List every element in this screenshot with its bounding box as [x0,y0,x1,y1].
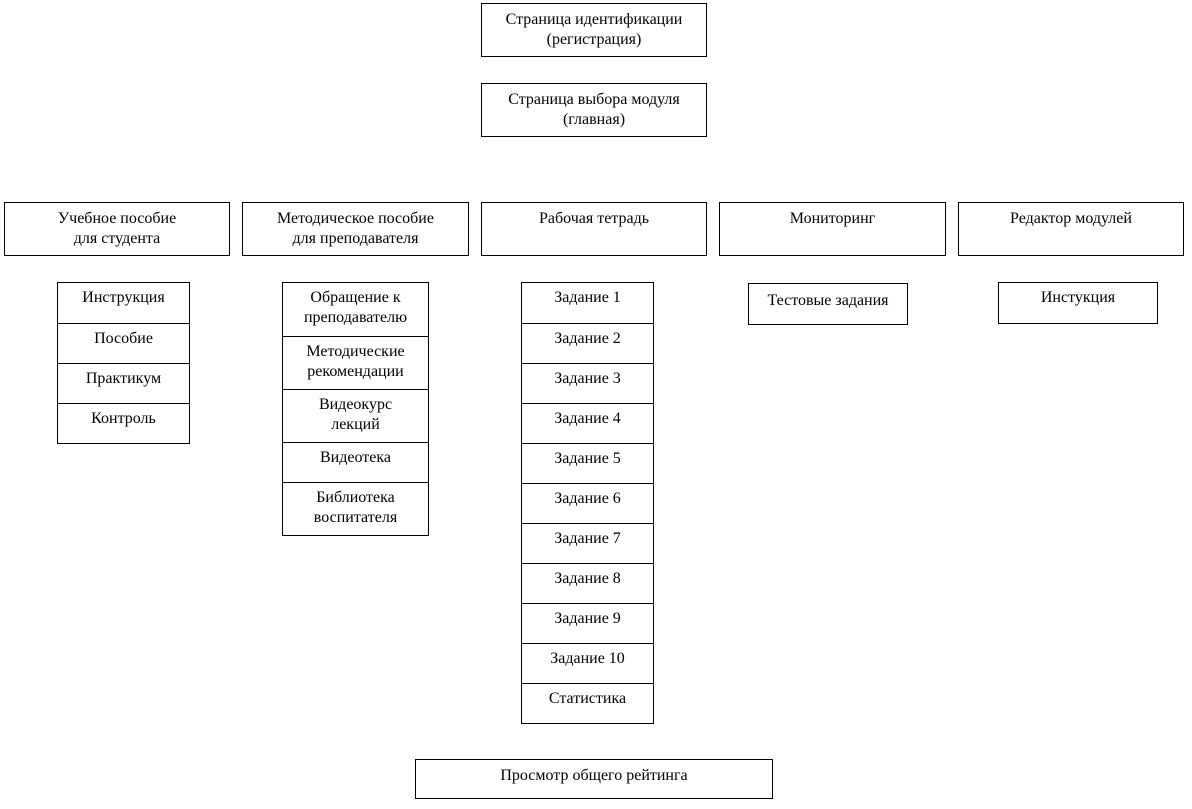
workbook-item-label: Статистика [548,690,627,707]
monitoring-item-label: Тестовые задания [767,292,889,309]
student-item-practicum[interactable]: Практикум [58,363,189,403]
workbook-item-label: Задание 9 [554,610,621,627]
module-select-page-box[interactable]: Страница выбора модуля (главная) [481,83,707,137]
workbook-item-task-10[interactable]: Задание 10 [522,643,653,683]
workbook-item-task-1[interactable]: Задание 1 [522,283,653,323]
workbook-item-label: Задание 7 [554,530,621,547]
monitoring-box[interactable]: Мониторинг [719,202,946,256]
module-editor-box[interactable]: Редактор модулей [958,202,1184,256]
teacher-item-line2: воспитателя [313,509,398,526]
monitoring-list: Тестовые задания [748,283,908,325]
monitoring-item-tests[interactable]: Тестовые задания [749,284,907,324]
teacher-item-line1: Видеотека [320,449,391,466]
identification-subtitle: (регистрация) [546,31,642,48]
workbook-item-task-3[interactable]: Задание 3 [522,363,653,403]
teacher-manual-list: Обращение к преподавателю Методические р… [282,282,429,536]
teacher-item-line2: лекций [331,416,380,433]
workbook-item-task-8[interactable]: Задание 8 [522,563,653,603]
teacher-item-line1: Обращение к [310,289,401,306]
student-item-control[interactable]: Контроль [58,403,189,443]
teacher-manual-line1: Методическое пособие [277,210,434,227]
editor-item-instruction[interactable]: Инстукция [999,283,1157,323]
teacher-item-recommendations[interactable]: Методические рекомендации [283,336,428,389]
workbook-item-label: Задание 2 [554,330,621,347]
teacher-item-video-library[interactable]: Видеотека [283,442,428,482]
student-item-label: Практикум [85,370,162,387]
identification-title: Страница идентификации [505,11,683,28]
workbook-item-task-5[interactable]: Задание 5 [522,443,653,483]
workbook-list: Задание 1 Задание 2 Задание 3 Задание 4 … [521,282,654,724]
overall-rating-box[interactable]: Просмотр общего рейтинга [415,759,773,799]
student-item-manual[interactable]: Пособие [58,323,189,363]
student-item-label: Контроль [91,410,156,427]
teacher-manual-line2: для преподавателя [292,230,419,247]
teacher-item-line2: преподавателю [303,309,408,326]
workbook-title: Рабочая тетрадь [538,210,650,227]
student-manual-line2: для студента [73,230,161,247]
workbook-item-label: Задание 8 [554,570,621,587]
workbook-item-task-7[interactable]: Задание 7 [522,523,653,563]
student-item-instruction[interactable]: Инструкция [58,283,189,323]
student-manual-box[interactable]: Учебное пособие для студента [4,202,230,256]
workbook-item-label: Задание 1 [554,289,621,306]
student-item-label: Инструкция [82,289,165,306]
overall-rating-label: Просмотр общего рейтинга [500,767,688,784]
teacher-item-line2: рекомендации [307,363,404,380]
workbook-item-label: Задание 3 [554,370,621,387]
editor-item-label: Инстукция [1040,289,1116,306]
identification-page-box[interactable]: Страница идентификации (регистрация) [481,3,707,57]
workbook-item-label: Задание 5 [554,450,621,467]
teacher-item-video-lectures[interactable]: Видеокурс лекций [283,389,428,442]
student-item-label: Пособие [94,330,153,347]
workbook-item-label: Задание 10 [550,650,625,667]
workbook-item-label: Задание 6 [554,490,621,507]
module-select-subtitle: (главная) [562,111,626,128]
workbook-item-statistics[interactable]: Статистика [522,683,653,723]
monitoring-title: Мониторинг [789,210,876,227]
teacher-manual-box[interactable]: Методическое пособие для преподавателя [242,202,469,256]
workbook-item-task-9[interactable]: Задание 9 [522,603,653,643]
workbook-item-task-4[interactable]: Задание 4 [522,403,653,443]
workbook-item-label: Задание 4 [554,410,621,427]
workbook-item-task-6[interactable]: Задание 6 [522,483,653,523]
teacher-item-contact[interactable]: Обращение к преподавателю [283,283,428,336]
workbook-box[interactable]: Рабочая тетрадь [481,202,707,256]
editor-list: Инстукция [998,282,1158,324]
workbook-item-task-2[interactable]: Задание 2 [522,323,653,363]
teacher-item-line1: Библиотека [316,489,395,506]
student-manual-list: Инструкция Пособие Практикум Контроль [57,282,190,444]
teacher-item-library[interactable]: Библиотека воспитателя [283,482,428,535]
student-manual-line1: Учебное пособие [57,210,177,227]
teacher-item-line1: Видеокурс [318,396,393,413]
module-select-title: Страница выбора модуля [508,91,680,108]
teacher-item-line1: Методические [306,343,405,360]
module-editor-title: Редактор модулей [1010,210,1132,227]
